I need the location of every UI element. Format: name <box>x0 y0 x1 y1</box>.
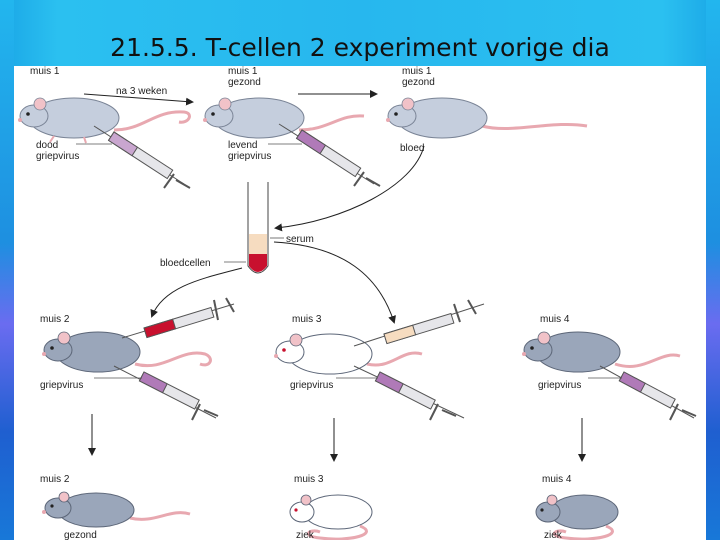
mouse1-b-label: muis 1 <box>228 66 258 77</box>
syringe-live-virus <box>278 123 381 187</box>
mouse2-result-state: gezond <box>64 530 97 540</box>
blood-tube <box>247 182 269 274</box>
blood-label: bloed <box>400 143 424 154</box>
left-decor-bar <box>0 0 14 540</box>
mouse3-result-label: muis 3 <box>294 474 324 485</box>
syringe2-label-2: griepvirus <box>228 151 271 162</box>
mouse1-a-label: muis 1 <box>30 66 60 77</box>
mouse4-label: muis 4 <box>540 314 570 325</box>
syringe1-label-1: dood <box>36 140 58 151</box>
experiment-diagram: muis 1 dood griepvirus na 3 weken muis 1… <box>18 66 697 540</box>
arrow-serum-to-mouse3 <box>273 241 396 324</box>
mouse-4-control <box>522 331 681 373</box>
mouse-3-treated <box>274 333 423 375</box>
arrow-3-weeks <box>83 93 194 106</box>
mouse4-virus: griepvirus <box>538 380 581 391</box>
mouse4-result-state: ziek <box>544 530 563 540</box>
mouse4-result-label: muis 4 <box>542 474 572 485</box>
syringe2-label-1: levend <box>228 140 257 151</box>
mouse2-result-label: muis 2 <box>40 474 70 485</box>
arrow-blood-to-tube <box>274 145 425 232</box>
syringe-virus-mouse4 <box>599 365 697 421</box>
diagram-panel: muis 1 dood griepvirus na 3 weken muis 1… <box>14 66 706 540</box>
mouse1-c-label: muis 1 <box>402 66 432 77</box>
mouse1-c-state: gezond <box>402 77 435 88</box>
mouse3-label: muis 3 <box>292 314 322 325</box>
mouse3-result-state: ziek <box>296 530 315 540</box>
mouse-2-treated <box>42 331 212 373</box>
syringe1-label-2: griepvirus <box>36 151 79 162</box>
mouse-1-healthy <box>203 97 365 139</box>
mouse-1-blood-donor <box>386 97 588 139</box>
syringe-virus-mouse3 <box>353 365 465 421</box>
arrow-cells-to-mouse2 <box>150 267 243 318</box>
mouse-1-initial <box>18 97 191 144</box>
mouse3-virus: griepvirus <box>290 380 333 391</box>
mouse1-b-state: gezond <box>228 77 261 88</box>
mouse-4-result-sick <box>535 494 619 540</box>
arrow-3-weeks-label: na 3 weken <box>116 86 167 97</box>
mouse-3-result-sick <box>289 494 373 540</box>
cells-label: bloedcellen <box>160 258 211 269</box>
syringe-dead-virus <box>93 125 191 189</box>
mouse2-virus: griepvirus <box>40 380 83 391</box>
syringe-serum <box>353 299 485 347</box>
serum-label: serum <box>286 234 314 245</box>
mouse-2-result <box>42 491 191 528</box>
syringe-virus-mouse2 <box>113 365 219 421</box>
right-decor-bar <box>706 0 720 540</box>
slide-title: 21.5.5. T-cellen 2 experiment vorige dia <box>110 33 610 62</box>
mouse2-label: muis 2 <box>40 314 70 325</box>
syringe-bloodcells <box>121 297 235 339</box>
